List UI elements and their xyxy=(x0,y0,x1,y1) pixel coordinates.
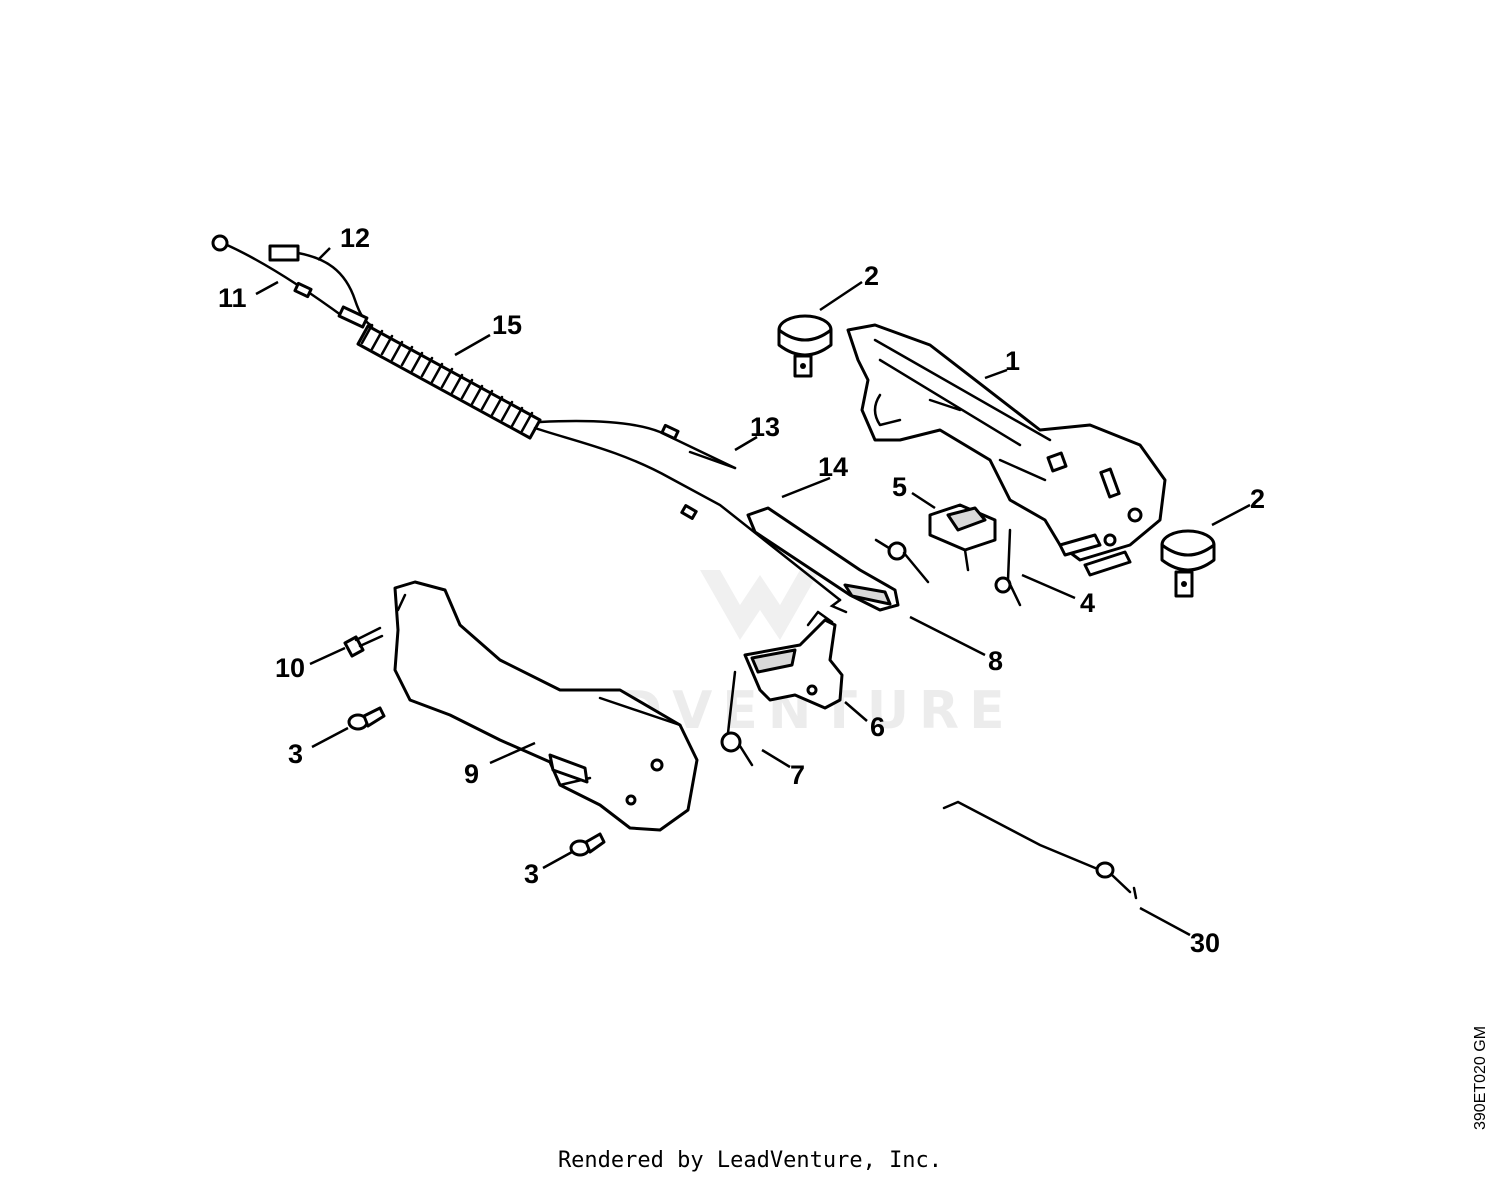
spiral-hose-15 xyxy=(356,323,542,440)
callout-3-upper: 3 xyxy=(288,739,303,769)
callout-9: 9 xyxy=(464,759,479,789)
callout-12: 12 xyxy=(340,223,370,253)
callout-4: 4 xyxy=(1080,588,1095,618)
interlock-lever-6 xyxy=(743,610,844,710)
screw-3-lower xyxy=(569,832,606,857)
connector-12 xyxy=(268,244,300,262)
throttle-cable xyxy=(533,419,848,614)
callout-8: 8 xyxy=(988,646,1003,676)
callout-2-right: 2 xyxy=(1250,484,1265,514)
switch-5 xyxy=(928,503,997,572)
torsion-spring-8 xyxy=(874,538,930,584)
wire-spring-30 xyxy=(942,800,1138,900)
throttle-trigger-14 xyxy=(746,506,900,612)
screw-3-upper xyxy=(347,706,386,731)
callout-30: 30 xyxy=(1190,928,1220,958)
callout-15: 15 xyxy=(492,310,522,340)
callout-7: 7 xyxy=(790,760,805,790)
footer-credit: Rendered by LeadVenture, Inc. xyxy=(557,1148,943,1173)
callout-10: 10 xyxy=(275,653,305,683)
handle-housing-1 xyxy=(846,323,1167,577)
callout-2-top: 2 xyxy=(864,261,879,291)
spring-4 xyxy=(994,528,1022,607)
callouts: 12 11 15 2 1 2 13 14 5 4 8 6 7 9 10 3 3 … xyxy=(218,223,1265,958)
clamp-2-right xyxy=(1160,529,1216,598)
screw-10 xyxy=(343,626,384,658)
callout-3-lower: 3 xyxy=(524,859,539,889)
leader-lines xyxy=(255,247,1251,937)
connector-tube-13 xyxy=(688,450,737,470)
ring-terminal xyxy=(211,234,229,252)
handle-housing-9 xyxy=(393,580,699,832)
callout-14: 14 xyxy=(818,452,848,482)
callout-1: 1 xyxy=(1005,346,1020,376)
drawing-code: 390ET020 GM xyxy=(1472,1025,1489,1130)
callout-6: 6 xyxy=(870,712,885,742)
spring-7 xyxy=(720,670,754,767)
callout-11: 11 xyxy=(218,283,247,313)
callout-13: 13 xyxy=(750,412,780,442)
wire-harness-11-12 xyxy=(211,234,374,329)
callout-5: 5 xyxy=(892,472,907,502)
clamp-2-top xyxy=(777,314,833,378)
